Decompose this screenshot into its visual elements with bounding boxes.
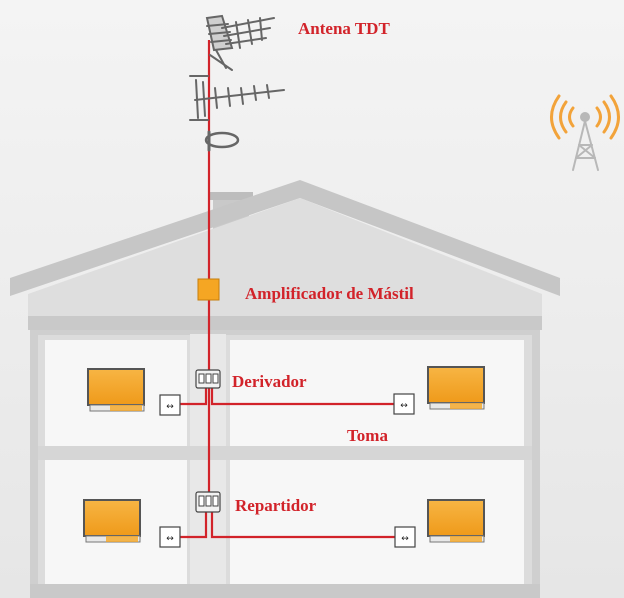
signal-tower-icon [550,94,620,171]
roof [10,180,560,330]
svg-text:↔: ↔ [166,534,174,544]
television-icon [427,366,485,410]
outlet-label: Toma [347,426,388,445]
splitter-label: Repartidor [235,496,317,515]
television-icon [87,368,145,412]
television-icon [427,499,485,543]
wall-outlet-icon: ↔ [394,526,416,548]
tdt-antenna-icon [189,14,285,152]
svg-text:↔: ↔ [401,534,409,544]
svg-text:↔: ↔ [166,402,174,412]
television-icon [83,499,141,543]
tap-device-icon [195,369,221,389]
mast-amplifier-label: Amplificador de Mástil [245,284,414,303]
wall-outlet-icon: ↔ [159,394,181,416]
amplifier-icon [197,278,220,301]
antenna-label: Antena TDT [298,19,390,38]
tap-label: Derivador [232,372,307,391]
wall-outlet-icon: ↔ [393,393,415,415]
wall-outlet-icon: ↔ [159,526,181,548]
floor-slab [38,446,532,460]
coax-cables [168,40,397,539]
splitter-device-icon [195,491,221,513]
svg-text:↔: ↔ [400,401,408,411]
